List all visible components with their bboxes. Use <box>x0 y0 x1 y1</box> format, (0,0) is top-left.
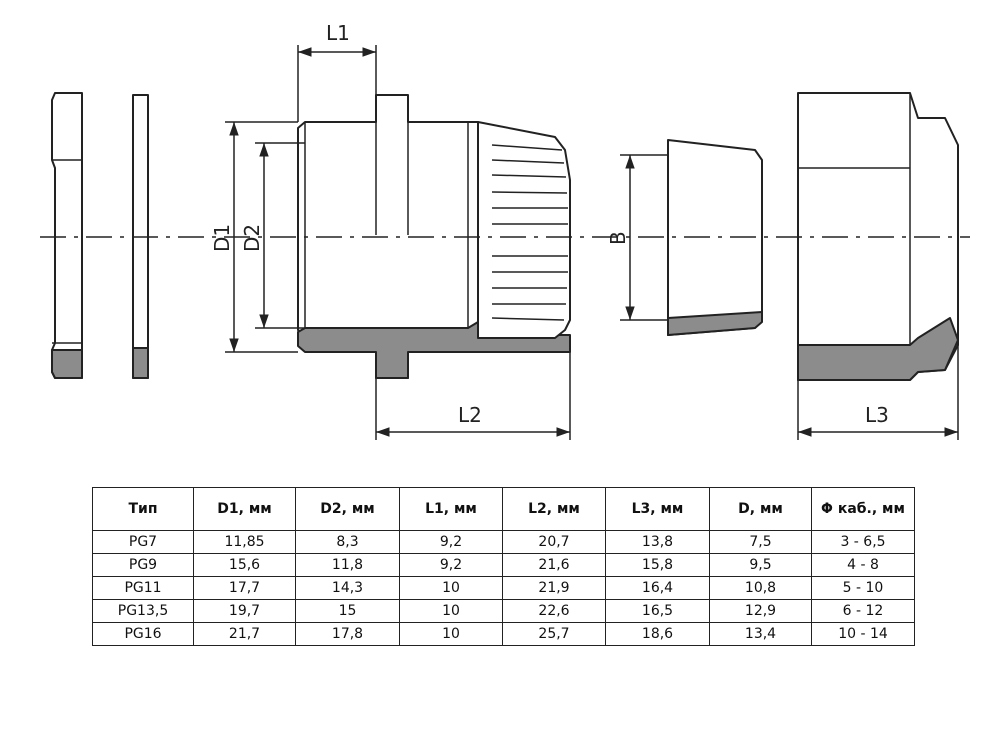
dim-label-l1: L1 <box>326 21 350 45</box>
table-cell: 22,6 <box>502 599 606 623</box>
table-cell: 14,3 <box>295 576 400 600</box>
table-cell: 3 - 6,5 <box>811 530 915 554</box>
table-cell: 12,9 <box>709 599 812 623</box>
table-cell: 16,4 <box>605 576 710 600</box>
dim-label-l2: L2 <box>458 403 482 427</box>
table-cell: 6 - 12 <box>811 599 915 623</box>
table-cell: 8,3 <box>295 530 400 554</box>
header-d2: D2, мм <box>295 487 400 531</box>
table-cell: 18,6 <box>605 622 710 646</box>
table-cell: 17,8 <box>295 622 400 646</box>
table-cell: 21,7 <box>193 622 296 646</box>
table-cell: 10 - 14 <box>811 622 915 646</box>
table-cell: PG9 <box>92 553 194 577</box>
table-cell: PG7 <box>92 530 194 554</box>
table-cell: 7,5 <box>709 530 812 554</box>
dim-label-b: B <box>606 231 630 245</box>
header-cable-diameter: Φ каб., мм <box>811 487 915 531</box>
table-cell: 20,7 <box>502 530 606 554</box>
header-l1: L1, мм <box>399 487 503 531</box>
dim-label-d1: D1 <box>210 224 234 252</box>
table-cell: 10 <box>399 576 503 600</box>
table-cell: 9,2 <box>399 530 503 554</box>
table-cell: 10 <box>399 622 503 646</box>
spec-table: Тип D1, мм D2, мм L1, мм L2, мм L3, мм D… <box>92 487 915 646</box>
table-cell: 19,7 <box>193 599 296 623</box>
locknut-view <box>51 92 83 379</box>
table-cell: 11,8 <box>295 553 400 577</box>
table-cell: 17,7 <box>193 576 296 600</box>
table-cell: 10,8 <box>709 576 812 600</box>
table-cell: PG16 <box>92 622 194 646</box>
table-cell: 9,2 <box>399 553 503 577</box>
table-cell: 4 - 8 <box>811 553 915 577</box>
table-cell: 15,8 <box>605 553 710 577</box>
table-cell: 21,6 <box>502 553 606 577</box>
header-l3: L3, мм <box>605 487 710 531</box>
table-cell: 25,7 <box>502 622 606 646</box>
table-cell: 16,5 <box>605 599 710 623</box>
seal-insert-view <box>667 139 763 336</box>
table-cell: 5 - 10 <box>811 576 915 600</box>
table-cell: 10 <box>399 599 503 623</box>
table-cell: PG13,5 <box>92 599 194 623</box>
table-cell: PG11 <box>92 576 194 600</box>
table-cell: 11,85 <box>193 530 296 554</box>
dim-label-l3: L3 <box>865 403 889 427</box>
header-l2: L2, мм <box>502 487 606 531</box>
dim-label-d2: D2 <box>240 224 264 252</box>
table-cell: 15,6 <box>193 553 296 577</box>
table-cell: 15 <box>295 599 400 623</box>
table-header-row: Тип D1, мм D2, мм L1, мм L2, мм L3, мм D… <box>92 487 915 531</box>
cable-gland-drawing: L1 L2 L3 D1 D2 B <box>40 21 970 440</box>
table-cell: 13,4 <box>709 622 812 646</box>
table-cell: 9,5 <box>709 553 812 577</box>
header-type: Тип <box>92 487 194 531</box>
table-cell: 13,8 <box>605 530 710 554</box>
table-cell: 21,9 <box>502 576 606 600</box>
header-d1: D1, мм <box>193 487 296 531</box>
header-d: D, мм <box>709 487 812 531</box>
